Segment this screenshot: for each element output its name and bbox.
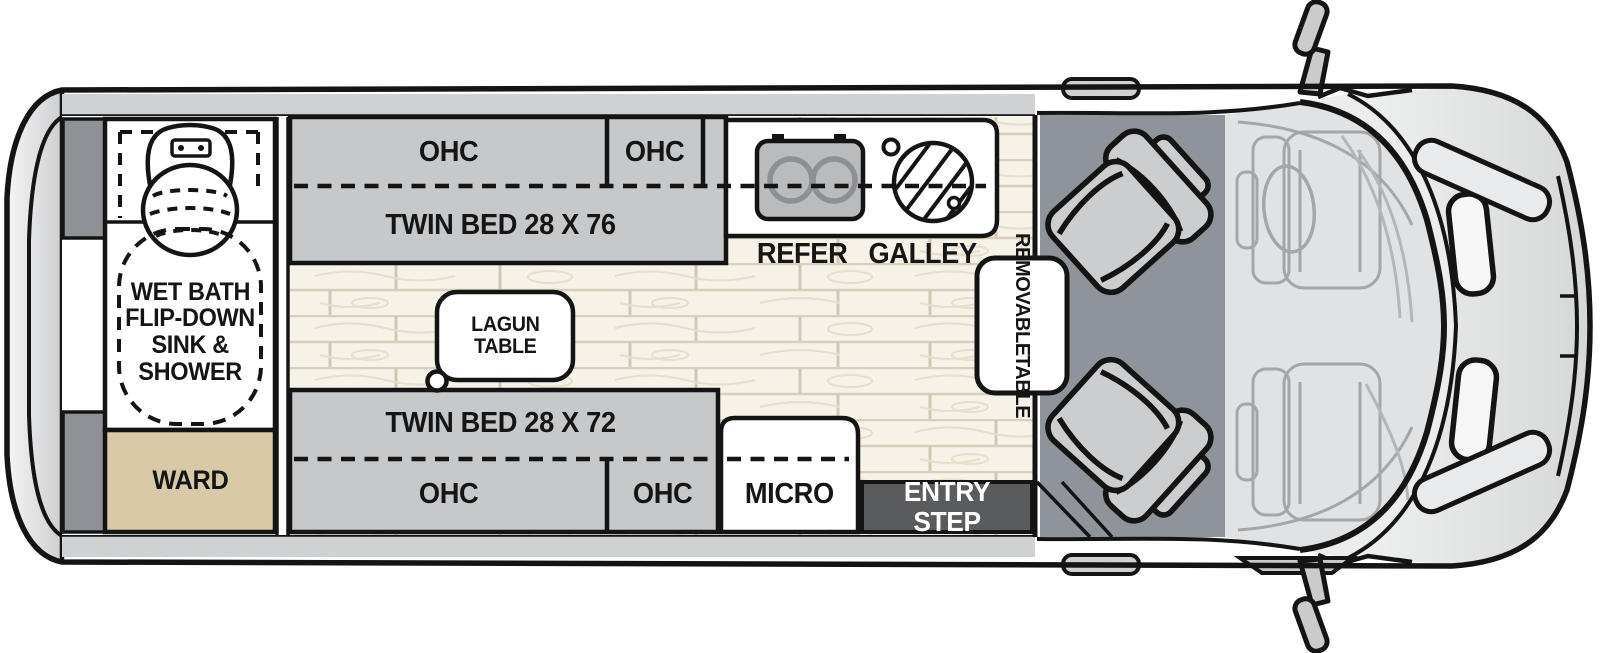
windshield-zone [1225, 102, 1444, 550]
side-mirror-icon [1292, 0, 1331, 97]
side-mirror-icon [1292, 556, 1331, 653]
removable-table-label: REMOVABLE TABLE [1011, 232, 1034, 419]
ohc-bottom-right-label: OHC [632, 478, 693, 511]
twin-bed-top-label: TWIN BED 28 X 76 [384, 209, 616, 242]
hood-rear-edge [1347, 92, 1459, 560]
ghost-seat-icon [1235, 362, 1382, 522]
lagun-table-label: LAGUN TABLE [470, 312, 540, 358]
overhead-cabinet-dashed-lines [294, 183, 986, 462]
sink-icon [881, 137, 975, 224]
rear-pillar-top [61, 117, 108, 240]
ghost-cab-details [1235, 120, 1414, 532]
wet-bath-room [102, 116, 278, 433]
entry-door-jamb [1035, 480, 1114, 539]
front-bumper-lines [1556, 175, 1580, 477]
ward-label: WARD [151, 464, 229, 495]
ghost-seat-icon [1235, 130, 1382, 290]
lagun-table-box [425, 289, 576, 393]
microwave-box [718, 415, 861, 535]
lagun-table-mount [425, 369, 449, 393]
entry-step-label: ENTRY STEP [903, 476, 991, 537]
galley-counter [723, 117, 1000, 239]
wiper-icon [1364, 383, 1410, 501]
micro-label: MICRO [744, 478, 834, 511]
galley-label: GALLEY [868, 238, 977, 271]
hood-vent-icon [1445, 191, 1500, 463]
ohc-top-right-label: OHC [625, 136, 685, 169]
wiper-icon [1340, 135, 1414, 323]
twin-bed-bottom-label: TWIN BED 28 X 72 [384, 407, 616, 440]
cab-roof-lines [1036, 85, 1413, 567]
headlight-icon [1411, 137, 1553, 515]
ohc-bottom-left-label: OHC [418, 478, 479, 511]
cooktop-icon [754, 134, 866, 222]
dash-ghost-line [1237, 120, 1414, 226]
dash-ghost-line [1237, 426, 1414, 532]
wet-bath-label: WET BATH FLIP-DOWN SINK & SHOWER [125, 277, 255, 386]
wardrobe [102, 427, 278, 535]
ohc-top-left-label: OHC [418, 136, 479, 169]
entry-step-box [860, 480, 1034, 534]
twin-bed-top-block [287, 114, 729, 266]
removable-table-box [974, 255, 1070, 396]
toilet-icon [140, 122, 240, 258]
windshield-frame [1299, 99, 1448, 553]
wet-bath-dashed-zone [117, 227, 263, 426]
rear-pillar-bottom [61, 410, 108, 534]
refer-label: REFER [757, 238, 848, 271]
steering-wheel-icon [1261, 164, 1317, 254]
van-outline [4, 83, 1593, 569]
